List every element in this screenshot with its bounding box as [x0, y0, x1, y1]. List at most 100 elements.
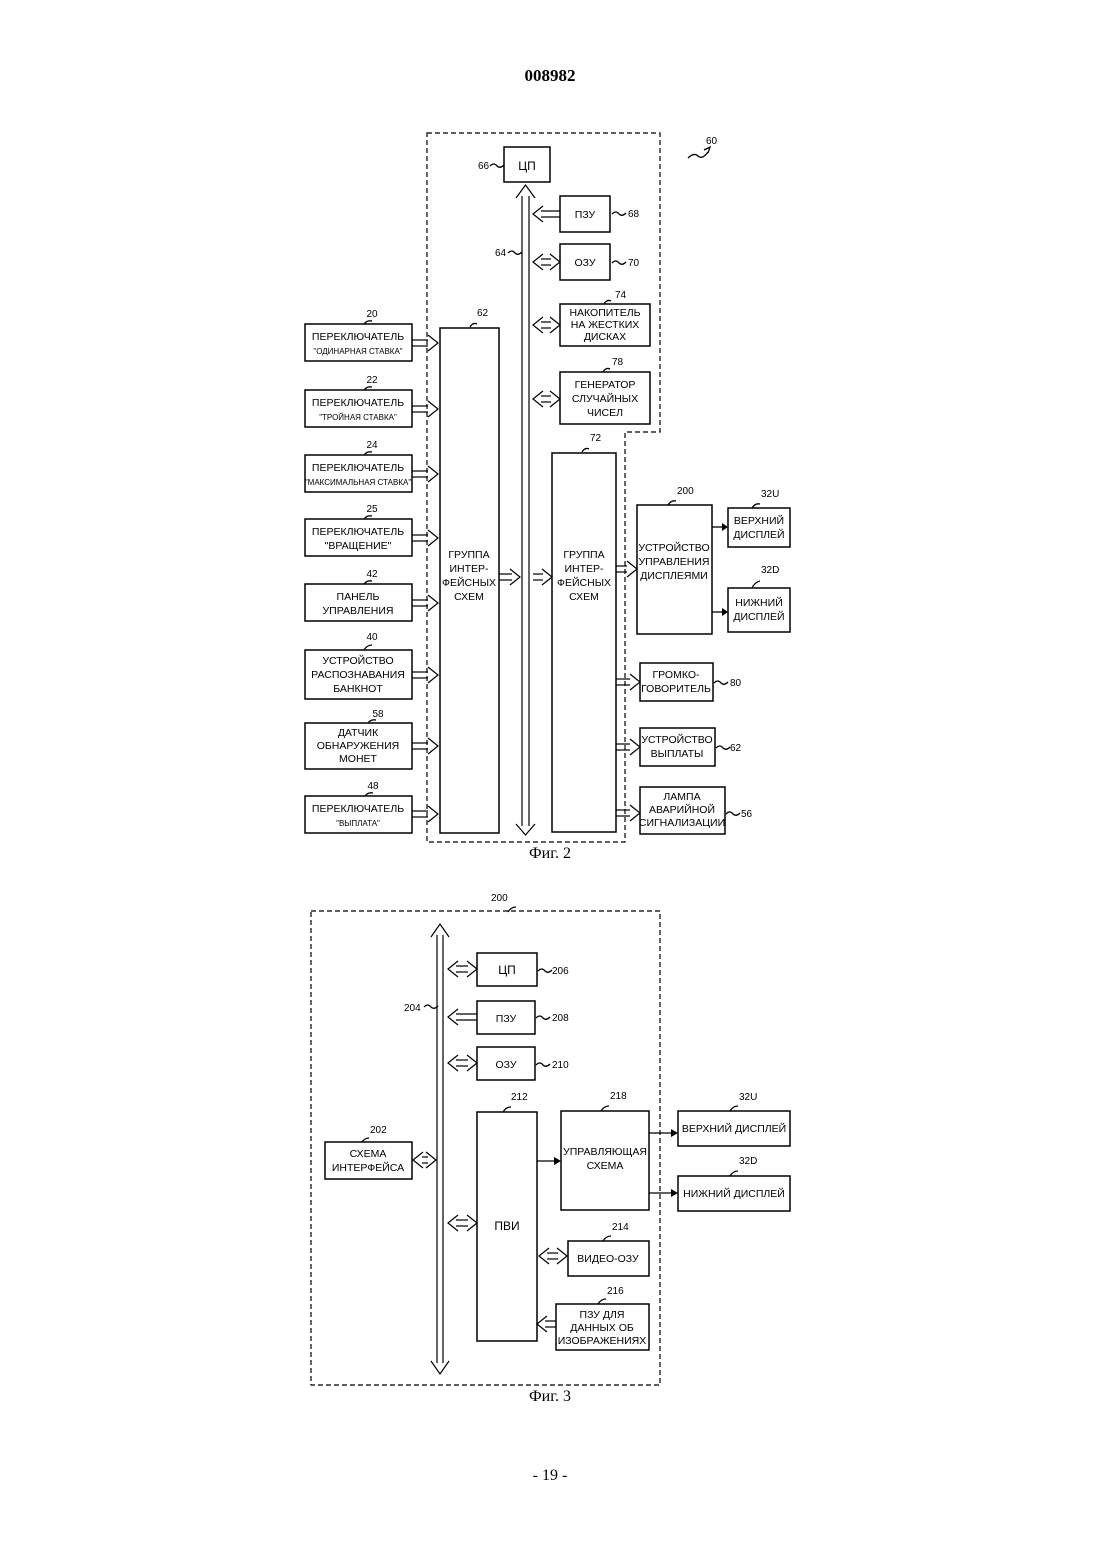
lower-display-box [728, 588, 790, 632]
hdd-line1: НАКОПИТЕЛЬ [569, 307, 640, 319]
ref-72: 72 [590, 433, 602, 444]
ref-32u-fig3: 32U [739, 1092, 757, 1103]
input-line3: МОНЕТ [339, 753, 378, 765]
leader-66 [490, 164, 504, 167]
interface-group-right [552, 453, 616, 832]
speaker-line1: ГРОМКО- [652, 669, 700, 681]
ref-78: 78 [612, 357, 624, 368]
fig3-upper-display-label: ВЕРХНИЙ ДИСПЛЕЙ [682, 1122, 786, 1135]
ref-80: 80 [730, 678, 742, 689]
input-line1: ПЕРЕКЛЮЧАТЕЛЬ [312, 331, 404, 343]
upper-display-line2: ДИСПЛЕЙ [733, 528, 784, 541]
leader-62-left [470, 323, 477, 327]
fig3-cpu-label: ЦП [498, 963, 516, 977]
input-25: ПЕРЕКЛЮЧАТЕЛЬ "ВРАЩЕНИЕ" 25 [305, 504, 438, 556]
input-line1: ПАНЕЛЬ [337, 591, 380, 603]
rom-label: ПЗУ [575, 209, 596, 221]
ram-bus-arrow [533, 254, 560, 270]
ref-32d-fig3: 32D [739, 1156, 757, 1167]
leader-70 [612, 261, 626, 264]
iface-left-to-bus-arrow [499, 569, 520, 585]
pvi-label: ПВИ [494, 1219, 519, 1233]
iface-right-to-alarm-arrow [616, 805, 640, 821]
leader-208 [536, 1016, 550, 1019]
rng-line3: ЧИСЕЛ [587, 407, 623, 419]
ref-32d: 32D [761, 565, 779, 576]
ctrl-to-lower-display-arrow-fig3 [649, 1189, 678, 1197]
display-ctrl-line2: УПРАВЛЕНИЯ [638, 556, 709, 568]
img-rom-line2: ДАННЫХ ОБ [570, 1322, 634, 1334]
leader-210 [536, 1063, 550, 1066]
rng-line2: СЛУЧАЙНЫХ [572, 392, 638, 405]
leader-60 [688, 152, 708, 158]
ref-210: 210 [552, 1060, 569, 1071]
input-20: ПЕРЕКЛЮЧАТЕЛЬ "ОДИНАРНАЯ СТАВКА" 20 [305, 309, 438, 361]
iface-left-line1: ГРУППА [448, 549, 489, 561]
iface-right-to-speaker-arrow [616, 674, 640, 690]
img-rom-line1: ПЗУ ДЛЯ [580, 1309, 625, 1321]
upper-display-line1: ВЕРХНИЙ [734, 514, 784, 527]
img-rom-line3: ИЗОБРАЖЕНИЯХ [558, 1335, 647, 1347]
input-line2: "ОДИНАРНАЯ СТАВКА" [313, 347, 402, 356]
ref-204: 204 [404, 1003, 421, 1014]
input-line1: ПЕРЕКЛЮЧАТЕЛЬ [312, 526, 404, 538]
fig3-ram-bus-arrow [448, 1055, 477, 1071]
input-line2: "ВРАЩЕНИЕ" [325, 540, 392, 552]
ctrl-line2: СХЕМА [587, 1160, 624, 1172]
ref-64: 64 [495, 248, 507, 259]
input-line2: "ТРОЙНАЯ СТАВКА" [319, 413, 397, 422]
ref-66: 66 [478, 161, 490, 172]
input-line2: ОБНАРУЖЕНИЯ [317, 740, 400, 752]
speaker-line2: ГОВОРИТЕЛЬ [641, 683, 711, 695]
fig3-iface-bus-arrow [413, 1152, 436, 1168]
input-line3: БАНКНОТ [333, 683, 383, 695]
iface-left-line2: ИНТЕР- [449, 563, 489, 575]
ref-200-fig3: 200 [491, 893, 508, 904]
fig3-lower-display-label: НИЖНИЙ ДИСПЛЕЙ [683, 1187, 785, 1200]
input-ref: 25 [366, 504, 378, 515]
image-rom-to-pvi-arrow [537, 1316, 556, 1332]
fig3-rom-label: ПЗУ [496, 1013, 517, 1025]
input-line1: ПЕРЕКЛЮЧАТЕЛЬ [312, 397, 404, 409]
iface-left-line3: ФЕЙСНЫХ [442, 576, 496, 589]
payout-line2: ВЫПЛАТЫ [651, 748, 704, 760]
payout-line1: УСТРОЙСТВО [641, 733, 712, 746]
leader-206 [538, 969, 552, 972]
ref-218: 218 [610, 1091, 627, 1102]
ref-200: 200 [677, 486, 694, 497]
iface-right-line4: СХЕМ [569, 591, 599, 603]
ref-202: 202 [370, 1125, 387, 1136]
input-ref: 40 [366, 632, 378, 643]
upper-display-box [728, 508, 790, 547]
input-ref: 24 [366, 440, 378, 451]
fig3-cpu-bus-arrow [448, 961, 477, 977]
input-line1: ПЕРЕКЛЮЧАТЕЛЬ [312, 803, 404, 815]
leader-72 [582, 448, 589, 452]
iface-left-line4: СХЕМ [454, 591, 484, 603]
ref-216: 216 [607, 1286, 624, 1297]
hdd-bus-arrow [533, 317, 560, 333]
cpu-label: ЦП [518, 159, 536, 173]
page-number: - 19 - [0, 1467, 1100, 1485]
alarm-line2: АВАРИЙНОЙ [649, 803, 715, 816]
fig3-ram-label: ОЗУ [495, 1059, 516, 1071]
input-ref: 42 [366, 569, 378, 580]
ctrl-to-upper-display-arrow-fig3 [649, 1129, 678, 1137]
input-42: ПАНЕЛЬ УПРАВЛЕНИЯ 42 [305, 569, 438, 621]
display-ctrl-line1: УСТРОЙСТВО [638, 541, 709, 554]
leader-32d [752, 581, 760, 588]
hdd-line2: НА ЖЕСТКИХ [571, 319, 640, 331]
fig3-iface-line2: ИНТЕРФЕЙСА [332, 1161, 404, 1174]
display-ctrl-line3: ДИСПЛЕЯМИ [640, 570, 708, 582]
ctrl-to-upper-display-arrow [712, 523, 728, 531]
input-ref: 20 [366, 309, 378, 320]
rng-bus-arrow [533, 391, 560, 407]
figure-2-caption: Фиг. 2 [0, 845, 1100, 863]
ref-32u: 32U [761, 489, 779, 500]
iface-right-line2: ИНТЕР- [564, 563, 604, 575]
system-bus-64 [516, 185, 535, 835]
pvi-bus-arrow [448, 1215, 477, 1231]
ref-214: 214 [612, 1222, 629, 1233]
ref-62-left: 62 [477, 308, 489, 319]
lower-display-line1: НИЖНИЙ [735, 596, 783, 609]
